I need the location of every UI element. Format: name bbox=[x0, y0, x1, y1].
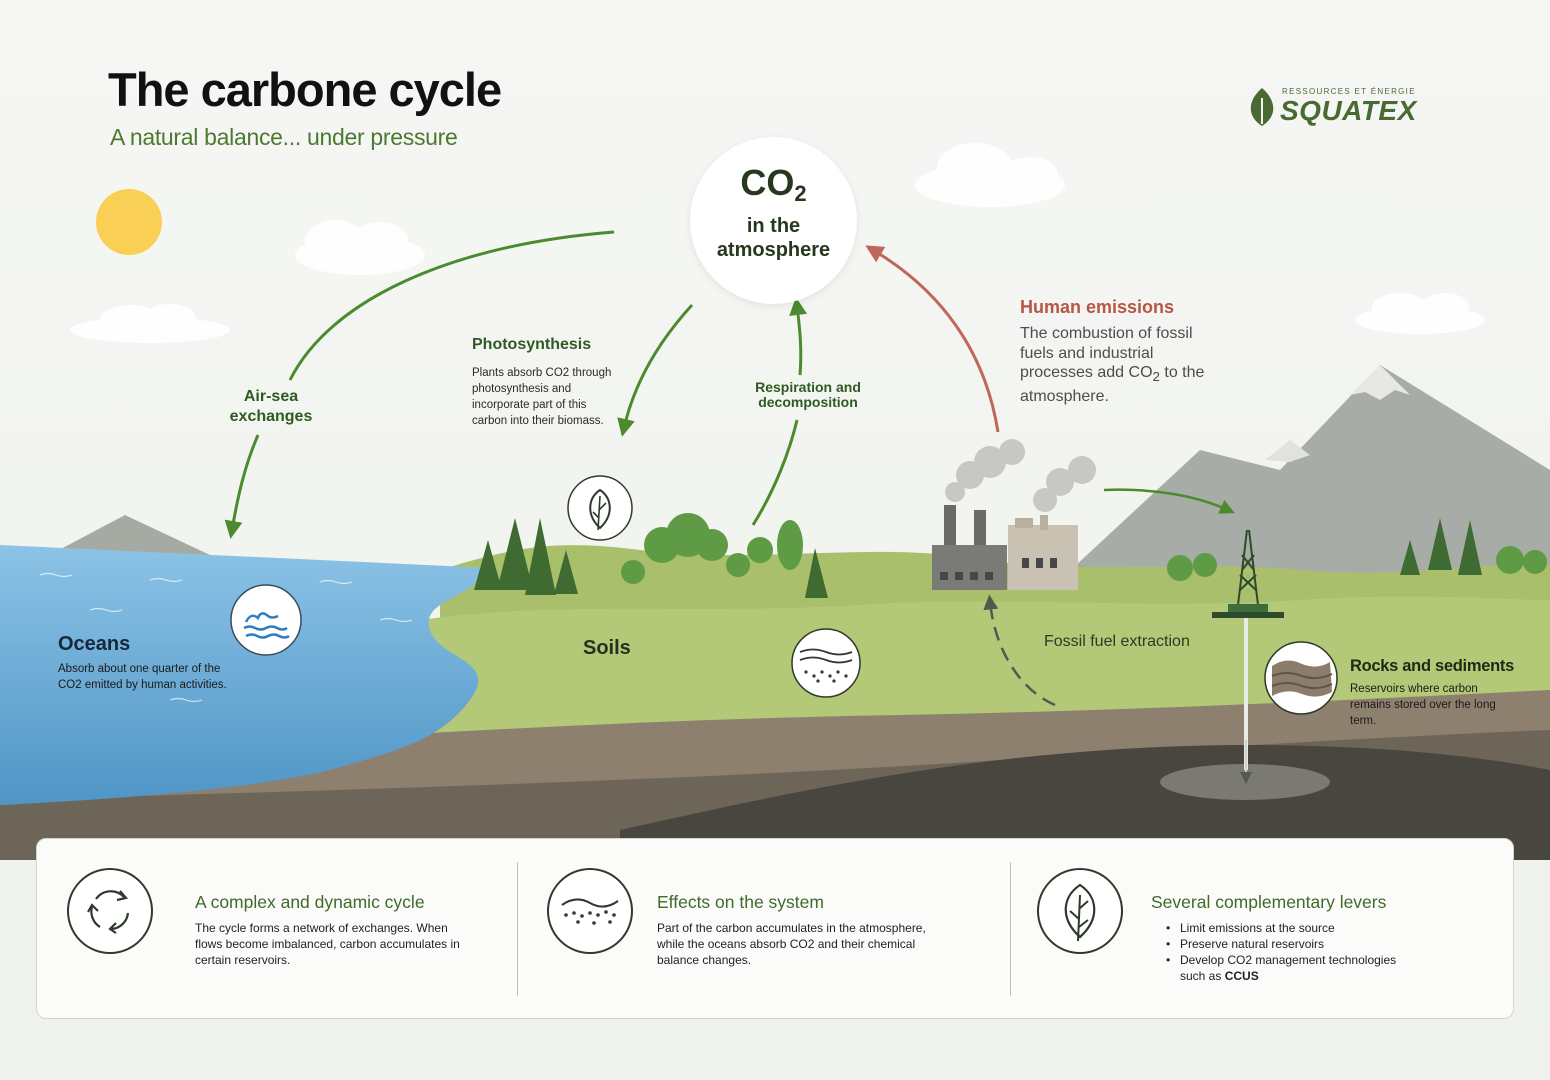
mountain-right bbox=[1060, 365, 1550, 600]
panel-col3-list: Limit emissions at the source Preserve n… bbox=[1164, 920, 1464, 984]
factory bbox=[932, 505, 1078, 590]
logo-name: SQUATEX bbox=[1280, 95, 1417, 126]
logo-leaf-mark bbox=[1250, 88, 1274, 126]
list-item: Preserve natural reservoirs bbox=[1164, 936, 1464, 952]
photosynthesis-title: Photosynthesis bbox=[472, 336, 592, 353]
oceans-desc: Absorb about one quarter of the CO2 emit… bbox=[58, 663, 227, 691]
sun bbox=[96, 189, 162, 255]
deciduous-trees bbox=[621, 513, 803, 584]
atmosphere-line1: in the bbox=[746, 215, 801, 237]
arrow-human-emissions bbox=[865, 245, 1000, 433]
sediment-layers-icon bbox=[547, 868, 633, 954]
logo-tagline: RESSOURCES ET ÉNERGIE bbox=[1282, 87, 1416, 96]
human-emissions-title: Human emissions bbox=[1020, 297, 1175, 317]
rocks-title: Rocks and sediments bbox=[1350, 657, 1514, 675]
arrow-fossil-extraction bbox=[983, 594, 1056, 707]
recycle-icon bbox=[67, 868, 153, 954]
leaf-icon bbox=[567, 475, 633, 541]
panel-col2-desc: Part of the carbon accumulates in the at… bbox=[657, 921, 926, 967]
arrow-respiration bbox=[789, 297, 808, 376]
arrow-photosynthesis bbox=[617, 303, 694, 437]
arrow-factory-to-derrick bbox=[1103, 488, 1235, 514]
human-emissions-desc: The combustion of fossil fuels and indus… bbox=[1020, 325, 1205, 405]
arrow-respiration-lower bbox=[751, 419, 799, 526]
list-item: Limit emissions at the source bbox=[1164, 920, 1464, 936]
panel-col1-title: A complex and dynamic cycle bbox=[195, 892, 425, 912]
oil-derrick bbox=[1212, 529, 1284, 618]
panel-divider-1 bbox=[517, 862, 518, 996]
page-subtitle: A natural balance... under pressure bbox=[110, 124, 458, 150]
arrow-air-sea bbox=[288, 230, 615, 381]
rocks-desc: Reservoirs where carbon remains stored o… bbox=[1350, 683, 1496, 727]
clouds bbox=[70, 143, 1485, 343]
panel-divider-2 bbox=[1010, 862, 1011, 996]
list-item: Develop CO2 management technologiessuch … bbox=[1164, 952, 1464, 984]
oceans-title: Oceans bbox=[58, 633, 131, 655]
arrow-air-sea-down bbox=[224, 434, 260, 539]
soils-label: Soils bbox=[583, 637, 631, 659]
panel-col1-desc: The cycle forms a network of exchanges. … bbox=[195, 921, 460, 967]
fossil-extraction-label: Fossil fuel extraction bbox=[1044, 633, 1190, 650]
conifer-trees-left bbox=[474, 518, 578, 595]
photosynthesis-desc: Plants absorb CO2 through photosynthesis… bbox=[472, 367, 612, 427]
co2-label: CO2 bbox=[740, 162, 807, 207]
wave-icon bbox=[230, 584, 302, 656]
atmosphere-reservoir: CO2 in the atmosphere bbox=[690, 137, 857, 304]
rock-layers-icon bbox=[1264, 641, 1338, 715]
panel-col3-title: Several complementary levers bbox=[1151, 892, 1387, 912]
ocean bbox=[0, 545, 490, 805]
panel-col2-title: Effects on the system bbox=[657, 892, 824, 912]
air-sea-label: Air-sea exchanges bbox=[229, 388, 313, 425]
soil-icon bbox=[791, 628, 861, 698]
brand-logo: RESSOURCES ET ÉNERGIE SQUATEX bbox=[1244, 86, 1434, 128]
atmosphere-line2: atmosphere bbox=[716, 239, 831, 261]
leaf-icon bbox=[1037, 868, 1123, 954]
smoke bbox=[945, 439, 1096, 512]
respiration-label: Respiration and decomposition bbox=[755, 379, 861, 410]
page-title: The carbone cycle bbox=[108, 63, 502, 116]
trees-right bbox=[1167, 518, 1547, 581]
